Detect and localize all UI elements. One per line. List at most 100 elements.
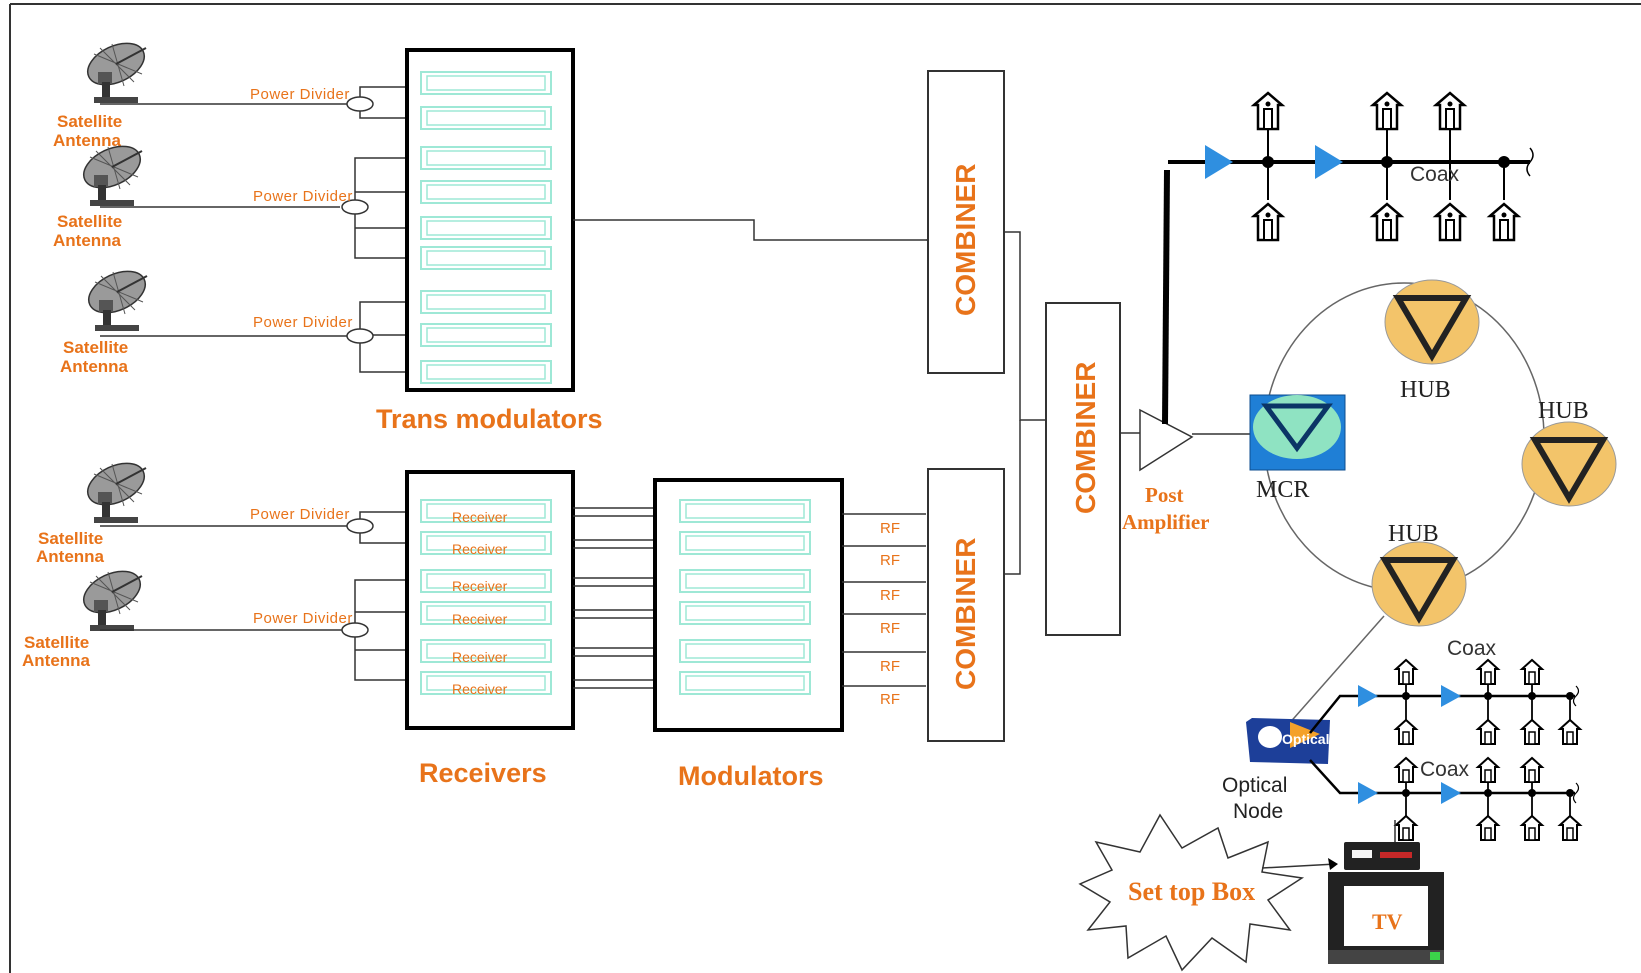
house-icon bbox=[1477, 757, 1499, 783]
satellite-dish-icon bbox=[80, 454, 152, 524]
house-icon bbox=[1434, 202, 1466, 242]
coax-label: Coax bbox=[1447, 637, 1497, 660]
power-divider: Power Divider bbox=[250, 506, 374, 534]
rf-label: RF bbox=[880, 691, 900, 708]
optical-rx-badge: Optical Rx bbox=[1282, 731, 1351, 747]
power-divider-icon bbox=[346, 328, 374, 344]
mcr-label: MCR bbox=[1256, 477, 1309, 503]
amplifier-icon bbox=[1205, 145, 1233, 179]
satellite-dish-icon bbox=[76, 562, 148, 632]
antenna-label-line1: Satellite bbox=[57, 112, 122, 131]
satellite-antenna: Satellite Antenna bbox=[53, 34, 152, 150]
house-icon bbox=[1521, 719, 1543, 745]
amplifier-icon bbox=[1441, 782, 1461, 804]
antenna-label-line2: Antenna bbox=[53, 131, 122, 150]
post-amplifier-label-line2: Amplifier bbox=[1122, 510, 1209, 534]
combiner-final: COMBINER bbox=[1045, 302, 1121, 636]
rf-label: RF bbox=[880, 520, 900, 537]
antenna-label-line1: Satellite bbox=[24, 633, 89, 652]
tv-set: TV bbox=[1328, 820, 1444, 964]
combiner-label: COMBINER bbox=[950, 164, 981, 316]
house-icon bbox=[1488, 202, 1520, 242]
amplifier-icon bbox=[1358, 782, 1378, 804]
receiver-slot: Receiver bbox=[420, 569, 552, 594]
house-icon bbox=[1477, 659, 1499, 685]
hub: HUB bbox=[1522, 398, 1616, 506]
hub-icon bbox=[1385, 280, 1479, 364]
combiner-top: COMBINER bbox=[927, 70, 1005, 374]
svg-text:Receiver: Receiver bbox=[452, 509, 508, 525]
svg-text:Receiver: Receiver bbox=[452, 681, 508, 697]
power-divider: Power Divider bbox=[253, 314, 374, 344]
set-top-box-callout: Set top Box bbox=[1078, 813, 1338, 972]
hub-icon bbox=[1522, 422, 1616, 506]
receivers-label: Receivers bbox=[419, 758, 547, 788]
antenna-label-line2: Antenna bbox=[36, 547, 105, 566]
power-divider-icon bbox=[346, 96, 374, 112]
hub-label: HUB bbox=[1538, 398, 1589, 424]
house-icon bbox=[1395, 659, 1417, 685]
amplifier-icon bbox=[1358, 685, 1378, 707]
svg-text:Receiver: Receiver bbox=[452, 578, 508, 594]
satellite-dish-icon bbox=[81, 262, 153, 332]
combiner-label: COMBINER bbox=[1070, 362, 1101, 514]
mcr: MCR bbox=[1249, 394, 1346, 503]
modulators-block: Modulators bbox=[653, 478, 844, 791]
optical-node: Optical Rx Optical Node bbox=[1222, 718, 1351, 823]
starburst-icon bbox=[1078, 813, 1305, 972]
trans-modulators-label: Trans modulators bbox=[376, 404, 603, 434]
house-icon bbox=[1434, 91, 1466, 131]
power-divider: Power Divider bbox=[253, 610, 369, 638]
amplifier-icon bbox=[1441, 685, 1461, 707]
house-icon bbox=[1559, 815, 1581, 841]
svg-text:Receiver: Receiver bbox=[452, 541, 508, 557]
satellite-antenna: Satellite Antenna bbox=[60, 262, 153, 376]
power-divider-label: Power Divider bbox=[253, 188, 353, 205]
power-divider: Power Divider bbox=[253, 188, 369, 215]
satellite-antenna: Satellite Antenna bbox=[36, 454, 152, 566]
rf-label: RF bbox=[880, 587, 900, 604]
house-icon bbox=[1395, 757, 1417, 783]
house-icon bbox=[1395, 815, 1417, 841]
receiver-slot: Receiver bbox=[420, 601, 552, 627]
trans-modulators-block: Trans modulators bbox=[376, 48, 603, 434]
coax-label: Coax bbox=[1420, 758, 1470, 781]
antenna-label-line2: Antenna bbox=[60, 357, 129, 376]
house-icon bbox=[1371, 202, 1403, 242]
receiver-slot: Receiver bbox=[420, 499, 552, 525]
fiber-link bbox=[1286, 615, 1385, 727]
power-divider-icon bbox=[341, 199, 369, 215]
combiner-links bbox=[1004, 231, 1140, 575]
power-divider-label: Power Divider bbox=[253, 610, 353, 627]
receiver-slot: Receiver bbox=[420, 531, 552, 557]
satellite-antenna: Satellite Antenna bbox=[22, 562, 148, 670]
coax-distribution-bottom: Coax Coax bbox=[1309, 637, 1581, 841]
set-top-box-label: Set top Box bbox=[1128, 877, 1255, 906]
post-amplifier: Post Amplifier bbox=[1122, 170, 1250, 534]
receiver-slot: Receiver bbox=[420, 671, 552, 697]
coax-label: Coax bbox=[1410, 163, 1460, 186]
rf-labels: RF RF RF RF RF RF bbox=[880, 520, 900, 708]
trans-mod-output-line bbox=[573, 219, 928, 241]
svg-text:Receiver: Receiver bbox=[452, 611, 508, 627]
rf-label: RF bbox=[880, 658, 900, 675]
house-icon bbox=[1477, 815, 1499, 841]
rf-label: RF bbox=[880, 552, 900, 569]
coax-distribution-top: Coax bbox=[1168, 91, 1534, 242]
antenna-label-line1: Satellite bbox=[63, 338, 128, 357]
hub-label: HUB bbox=[1388, 521, 1439, 547]
satellite-dish-icon bbox=[80, 34, 152, 104]
combiner-bottom: COMBINER bbox=[927, 468, 1005, 742]
hub: HUB bbox=[1385, 280, 1479, 403]
hub-label: HUB bbox=[1400, 377, 1451, 403]
house-icon bbox=[1521, 757, 1543, 783]
receiver-slot: Receiver bbox=[420, 639, 552, 665]
post-amplifier-label-line1: Post bbox=[1145, 483, 1184, 507]
combiner-label: COMBINER bbox=[950, 538, 981, 690]
optical-node-label-line1: Optical bbox=[1222, 774, 1287, 797]
rf-label: RF bbox=[880, 620, 900, 637]
antenna-label-line1: Satellite bbox=[38, 529, 103, 548]
hub: HUB bbox=[1372, 521, 1466, 626]
power-divider-label: Power Divider bbox=[253, 314, 353, 331]
